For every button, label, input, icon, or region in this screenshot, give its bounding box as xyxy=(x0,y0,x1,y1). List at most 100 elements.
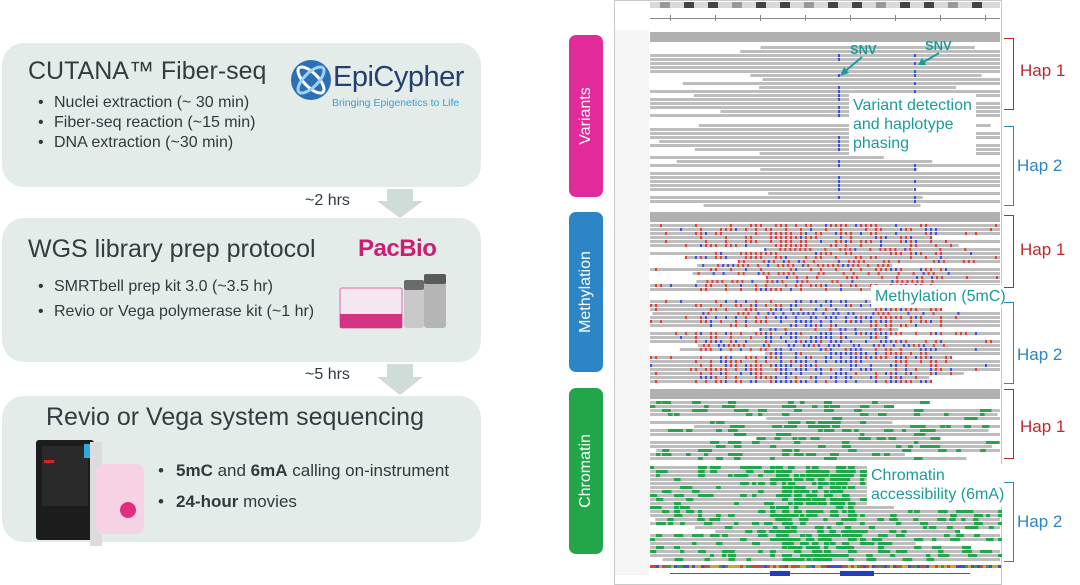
methylation-call xyxy=(787,272,790,275)
accessibility-call xyxy=(806,546,816,549)
accessibility-call xyxy=(812,550,822,553)
methylation-call xyxy=(700,372,702,375)
accessibility-call xyxy=(812,466,819,469)
methylation-call xyxy=(919,352,922,355)
methylation-call xyxy=(810,268,812,271)
methylation-call xyxy=(779,248,782,251)
methylation-call xyxy=(755,228,757,231)
methylation-call xyxy=(867,264,870,267)
reference-base xyxy=(968,565,971,568)
read xyxy=(650,478,1000,481)
methylation-call xyxy=(810,376,812,379)
accessibility-call xyxy=(848,466,855,469)
methylation-call xyxy=(765,284,767,287)
methylation-call xyxy=(820,232,822,235)
accessibility-call xyxy=(914,433,924,436)
methylation-call xyxy=(650,320,652,323)
read xyxy=(650,514,1000,517)
methylation-call xyxy=(795,320,797,323)
read xyxy=(650,54,1000,57)
accessibility-call xyxy=(973,518,979,521)
accessibility-call xyxy=(818,474,828,477)
accessibility-call xyxy=(788,490,793,493)
accessibility-call xyxy=(884,550,891,553)
methylation-call xyxy=(730,228,732,231)
accessibility-call xyxy=(800,490,810,493)
methylation-call xyxy=(770,252,772,255)
methylation-call xyxy=(885,308,887,311)
genome-browser-tracks xyxy=(615,2,1002,576)
accessibility-call xyxy=(836,502,845,505)
methylation-call xyxy=(899,352,902,355)
methylation-call xyxy=(850,364,852,367)
methylation-call xyxy=(755,360,757,363)
accessibility-call xyxy=(794,490,800,493)
methylation-call xyxy=(819,256,822,259)
accessibility-call xyxy=(836,482,843,485)
methylation-call xyxy=(780,240,782,243)
snv-mark xyxy=(838,144,840,147)
accessibility-call xyxy=(775,530,783,533)
methylation-call xyxy=(702,344,705,347)
methylation-call xyxy=(854,328,857,331)
methylation-call xyxy=(695,360,697,363)
read xyxy=(650,421,893,424)
methylation-call xyxy=(802,344,805,347)
methylation-call xyxy=(995,224,997,227)
methylation-call xyxy=(755,224,757,227)
methylation-call xyxy=(840,284,842,287)
accessibility-call xyxy=(956,534,964,537)
methylation-call xyxy=(899,348,902,351)
methylation-call xyxy=(845,372,847,375)
methylation-call xyxy=(722,272,725,275)
read xyxy=(650,364,1000,367)
snv-mark xyxy=(838,136,840,139)
methylation-call xyxy=(930,372,932,375)
hap2-bracket xyxy=(1004,126,1014,206)
methylation-call xyxy=(950,368,952,371)
methylation-call xyxy=(890,316,892,319)
methylation-call xyxy=(815,300,817,303)
accessibility-call xyxy=(674,478,681,481)
methylation-call xyxy=(890,268,892,271)
methylation-call xyxy=(884,352,887,355)
methylation-call xyxy=(767,312,770,315)
methylation-call xyxy=(812,344,815,347)
methylation-call xyxy=(927,272,930,275)
methylation-call xyxy=(915,316,917,319)
accessibility-call xyxy=(956,449,961,452)
methylation-call xyxy=(901,280,904,283)
accessibility-call xyxy=(794,494,802,497)
accessibility-call xyxy=(890,405,895,408)
accessibility-call xyxy=(704,449,713,452)
accessibility-call xyxy=(842,474,850,477)
methylation-call xyxy=(806,280,809,283)
read xyxy=(650,232,1000,235)
accessibility-call xyxy=(782,522,792,525)
methylation-call xyxy=(885,332,887,335)
methylation-call xyxy=(840,368,842,371)
methylation-call xyxy=(889,348,892,351)
methylation-call xyxy=(792,264,795,267)
accessibility-call xyxy=(914,409,924,412)
reference-base xyxy=(722,565,725,568)
methylation-call xyxy=(920,356,922,359)
ruler-tick xyxy=(715,15,716,21)
reference-base xyxy=(755,565,758,568)
accessibility-call xyxy=(878,534,888,537)
methylation-call xyxy=(930,380,932,383)
read xyxy=(650,102,1000,105)
read xyxy=(703,204,921,207)
flow-arrow-1 xyxy=(377,189,427,229)
accessibility-call xyxy=(908,445,913,448)
accessibility-call xyxy=(949,518,956,521)
methylation-call xyxy=(994,256,997,259)
accessibility-call xyxy=(656,401,662,404)
methylation-call xyxy=(795,324,797,327)
methylation-call xyxy=(895,268,897,271)
reference-base xyxy=(980,565,983,568)
accessibility-call xyxy=(686,510,695,513)
accessibility-call xyxy=(854,429,859,432)
methylation-call xyxy=(855,284,857,287)
accessibility-call xyxy=(964,417,974,420)
